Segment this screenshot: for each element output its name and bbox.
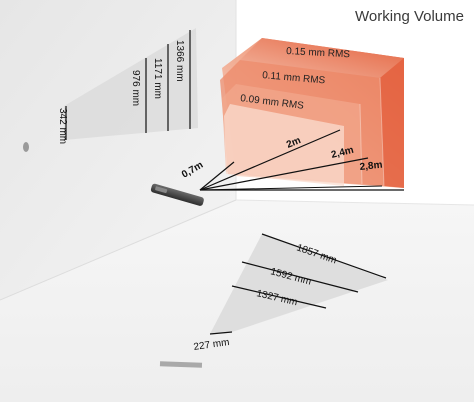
- volume-edge-1: [359, 103, 363, 185]
- ray-lower: [199, 185, 383, 191]
- volume-top-face: [240, 38, 404, 78]
- dim-line-1857: [261, 233, 387, 279]
- diagram-title: Working Volume: [355, 8, 464, 25]
- vertical-label-976: 976 mm: [130, 70, 141, 106]
- vertical-label-1171: 1171 mm: [152, 58, 163, 99]
- wall-mount-hole: [23, 142, 29, 152]
- vertical-label-1366: 1366 mm: [174, 40, 185, 82]
- distance-label-2m: 2m: [285, 135, 303, 151]
- floor-marker: [159, 361, 203, 368]
- volume-right-side: [380, 58, 404, 188]
- ray-2m: [199, 129, 341, 191]
- working-volume: [220, 38, 404, 188]
- dim-line-1592: [241, 261, 359, 293]
- distance-label-2-4m: 2,4m: [330, 145, 355, 161]
- ray-0-7m: [199, 161, 235, 191]
- wall-floor-edge: [0, 199, 237, 301]
- dim-line-1327: [231, 285, 327, 309]
- volume-edge-2: [379, 77, 385, 187]
- accuracy-label-0-15: 0.15 mm RMS: [286, 46, 351, 60]
- vertical-label-342: 342 mm: [57, 108, 68, 144]
- horizontal-label-227: 227 mm: [193, 337, 230, 353]
- floor-far-edge: [235, 199, 474, 206]
- sensor-bar: [150, 183, 204, 206]
- volume-front-face: [224, 104, 344, 186]
- dim-line-227: [209, 331, 233, 335]
- ray-2-4m: [199, 157, 369, 191]
- floor-projection-cone: [210, 234, 388, 334]
- wall-projection-cone: [64, 28, 198, 140]
- distance-label-2-8m: 2,8m: [359, 160, 383, 173]
- distance-rays: [199, 129, 404, 191]
